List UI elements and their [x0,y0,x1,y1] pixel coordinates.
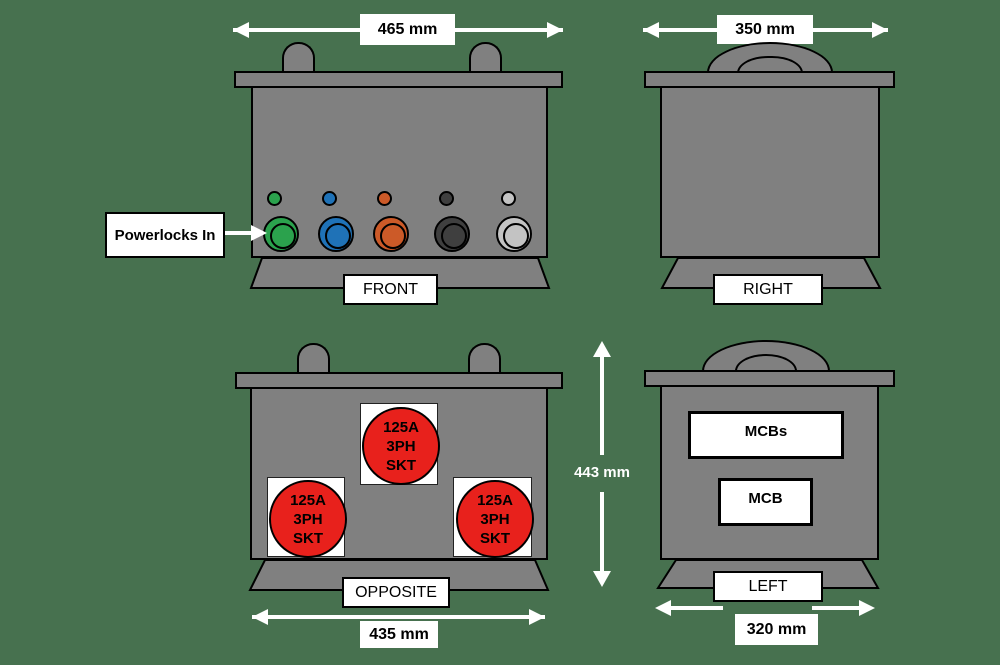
powerlock-core-blue [325,223,351,249]
opposite-bump-left [297,343,330,374]
socket-text-line: SKT [480,529,510,547]
height-dimension-line-top [600,355,604,455]
powerlock-core-green [270,223,296,249]
arrowhead-left-icon [643,22,659,38]
opposite-bump-right [468,343,501,374]
mcbs-panel: MCBs [688,411,844,459]
right-view-label: RIGHT [713,274,823,305]
opposite-base-skirt [248,559,550,591]
arrowhead-up-icon [593,341,611,357]
right-width-dimension-label: 350 mm [717,15,813,44]
powerlock-connector-blue [318,216,354,252]
right-body-panel [660,86,880,258]
front-view-label: FRONT [343,274,438,305]
indicator-dot-green [267,191,282,206]
arrowhead-left-icon [655,600,671,616]
powerlock-connector-green [263,216,299,252]
socket-text-line: 3PH [386,437,416,455]
left-width-dimension-line-b [812,606,860,610]
arrowhead-left-icon [233,22,249,38]
arrowhead-left-icon [252,609,268,625]
front-bump-left [282,42,315,73]
indicator-dot-grey [501,191,516,206]
callout-arrowhead-icon [251,225,267,241]
socket-125a-right: 125A 3PH SKT [456,480,534,558]
socket-125a-top: 125A 3PH SKT [362,407,440,485]
powerlock-connector-grey [496,216,532,252]
socket-text-line: 3PH [293,510,323,528]
powerlock-core-black [441,223,467,249]
front-bump-right [469,42,502,73]
opposite-width-dimension-line [252,615,545,619]
socket-plate-right: 125A 3PH SKT [453,477,534,558]
opposite-view-label: OPPOSITE [342,577,450,608]
arrowhead-right-icon [872,22,888,38]
socket-text-line: SKT [293,529,323,547]
socket-text-line: 125A [477,491,513,509]
left-view-label: LEFT [713,571,823,602]
socket-plate-top: 125A 3PH SKT [360,403,440,485]
powerlocks-callout-label: Powerlocks In [105,212,225,258]
mcb-panel: MCB [718,478,813,526]
left-width-dimension-line-a [671,606,723,610]
socket-text-line: 125A [383,418,419,436]
arrowhead-right-icon [859,600,875,616]
indicator-dot-black [439,191,454,206]
front-base-skirt [249,257,551,289]
powerlock-connector-orange [373,216,409,252]
indicator-dot-blue [322,191,337,206]
indicator-dot-orange [377,191,392,206]
left-width-dimension-label: 320 mm [735,614,818,645]
callout-arrow-line [225,231,253,235]
arrowhead-down-icon [593,571,611,587]
height-dimension-line-bottom [600,492,604,572]
opposite-width-dimension-label: 435 mm [360,621,438,648]
powerlock-core-grey [503,223,529,249]
height-dimension-label: 443 mm [574,464,630,481]
socket-125a-left: 125A 3PH SKT [269,480,347,558]
arrowhead-right-icon [529,609,545,625]
front-width-dimension-label: 465 mm [360,14,455,45]
socket-plate-left: 125A 3PH SKT [267,477,347,558]
socket-text-line: 3PH [480,510,510,528]
socket-text-line: SKT [386,456,416,474]
powerlock-connector-black [434,216,470,252]
socket-text-line: 125A [290,491,326,509]
powerlock-core-orange [380,223,406,249]
arrowhead-right-icon [547,22,563,38]
